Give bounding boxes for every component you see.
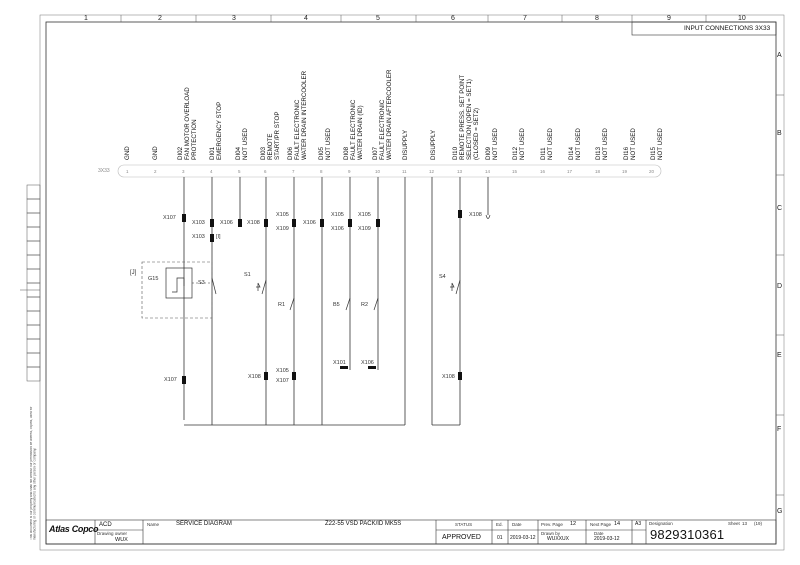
column-number: 6 xyxy=(451,15,455,22)
edition-label: Ed. xyxy=(496,522,503,527)
row-letter: F xyxy=(777,426,782,433)
connector-tag: X103 xyxy=(192,234,205,240)
connector-tag: X109 xyxy=(358,226,371,232)
sheet-total: (19) xyxy=(754,521,763,526)
connector-tag: X105 xyxy=(331,212,344,218)
row-letter: C xyxy=(777,205,783,212)
status-value: APPROVED xyxy=(442,534,481,541)
terminal-number: 12 xyxy=(429,169,435,174)
connector-tag: X106 xyxy=(361,360,374,366)
connector-tag: X106 xyxy=(220,220,233,226)
diagram-name: SERVICE DIAGRAM xyxy=(176,521,232,527)
column-number: 1 xyxy=(84,15,88,22)
edition-value: 01 xyxy=(497,535,503,541)
connector-tag: X108 xyxy=(469,212,482,218)
connector-tag: X101 xyxy=(333,360,346,366)
sheet-title: INPUT CONNECTIONS 3X33 xyxy=(684,25,771,32)
column-number: 3 xyxy=(232,15,236,22)
connector-tag: X108 xyxy=(247,220,260,226)
column-number: 2 xyxy=(158,15,162,22)
status-label: STATUS xyxy=(455,522,473,527)
column-number: 4 xyxy=(304,15,308,22)
drawing-owner: WUX xyxy=(115,537,128,543)
terminal-number: 13 xyxy=(457,169,463,174)
row-letter: D xyxy=(777,283,783,290)
terminal-number: 5 xyxy=(238,169,241,174)
component-tag: S3 xyxy=(198,280,205,286)
component-tag: R1 xyxy=(278,302,286,308)
terminal-number: 1 xyxy=(126,169,129,174)
date2-value: 2019-03-12 xyxy=(594,536,620,542)
terminal-number: 16 xyxy=(540,169,546,174)
terminal-number: 9 xyxy=(348,169,351,174)
terminal-number: 2 xyxy=(154,169,157,174)
connector-tag: X106 xyxy=(303,220,316,226)
connector-tag: X105 xyxy=(358,212,371,218)
row-letter: A xyxy=(777,52,782,59)
designation-label: Designation xyxy=(649,521,673,526)
terminal-number: 11 xyxy=(402,169,407,174)
row-letter: E xyxy=(777,352,782,359)
terminal-number: 4 xyxy=(210,169,213,174)
drawing-owner-label: Drawing owner xyxy=(97,531,128,536)
date-value: 2019-03-12 xyxy=(510,535,536,541)
connector-tag: X105 xyxy=(276,212,289,218)
terminal-number: 20 xyxy=(649,169,655,174)
column-number: 7 xyxy=(523,15,527,22)
prev-page-label: Prev. Page xyxy=(541,522,563,527)
name-label: Name xyxy=(147,522,160,527)
column-number: 9 xyxy=(667,15,671,22)
connector-tag: X109 xyxy=(276,226,289,232)
connector-tag: X107 xyxy=(164,377,177,383)
drawn-by-value: WUXXUX xyxy=(547,536,569,542)
next-page-value: 14 xyxy=(614,521,621,527)
date2-label: Date xyxy=(594,531,604,536)
component-tag: [J] xyxy=(130,270,137,276)
company-logo: Atlas Copco xyxy=(49,524,99,534)
connector-tag: X107 xyxy=(276,378,289,384)
date-label: Date xyxy=(512,522,522,527)
sheet-label: Sheet xyxy=(728,521,740,526)
terminal-number: 17 xyxy=(567,169,573,174)
paper-format: A3 xyxy=(635,521,642,527)
row-letter: G xyxy=(777,508,783,515)
terminal-number: 19 xyxy=(622,169,628,174)
designation-number: 9829310361 xyxy=(650,527,725,542)
connector-tag: X106 xyxy=(331,226,344,232)
column-number: 8 xyxy=(595,15,599,22)
terminal-number: 6 xyxy=(264,169,267,174)
terminal-number: 18 xyxy=(595,169,601,174)
terminal-number: 10 xyxy=(375,169,381,174)
terminal-strip-name: 3X33 xyxy=(98,168,110,174)
prev-page-value: 12 xyxy=(570,521,577,527)
row-letter: B xyxy=(777,130,782,137)
connector-tag: [I] xyxy=(216,234,221,240)
connector-tag: X107 xyxy=(163,215,176,221)
product-name: Z22-55 VSD PACK/ID MK5S xyxy=(325,521,402,527)
connector-tag: X103 xyxy=(192,220,205,226)
component-tag: G15 xyxy=(148,276,159,282)
terminal-number: 8 xyxy=(320,169,323,174)
connector-tag: X108 xyxy=(442,374,455,380)
drawn-by-label: Drawn by xyxy=(541,531,561,536)
terminal-number: 15 xyxy=(512,169,518,174)
terminal-number: 14 xyxy=(485,169,491,174)
column-number: 5 xyxy=(376,15,380,22)
component-tag: S1 xyxy=(244,272,251,278)
department: ACD xyxy=(99,522,112,528)
terminal-number: 7 xyxy=(292,169,295,174)
component-tag: S4 xyxy=(439,274,446,280)
next-page-label: Next Page xyxy=(590,522,612,527)
component-tag: R2 xyxy=(361,302,369,308)
connector-tag: X108 xyxy=(248,374,261,380)
connector-tag: X105 xyxy=(276,368,289,374)
column-number: 10 xyxy=(738,15,746,22)
component-tag: B5 xyxy=(333,302,340,308)
terminal-number: 3 xyxy=(182,169,185,174)
sheet-number: 13 xyxy=(742,521,748,526)
